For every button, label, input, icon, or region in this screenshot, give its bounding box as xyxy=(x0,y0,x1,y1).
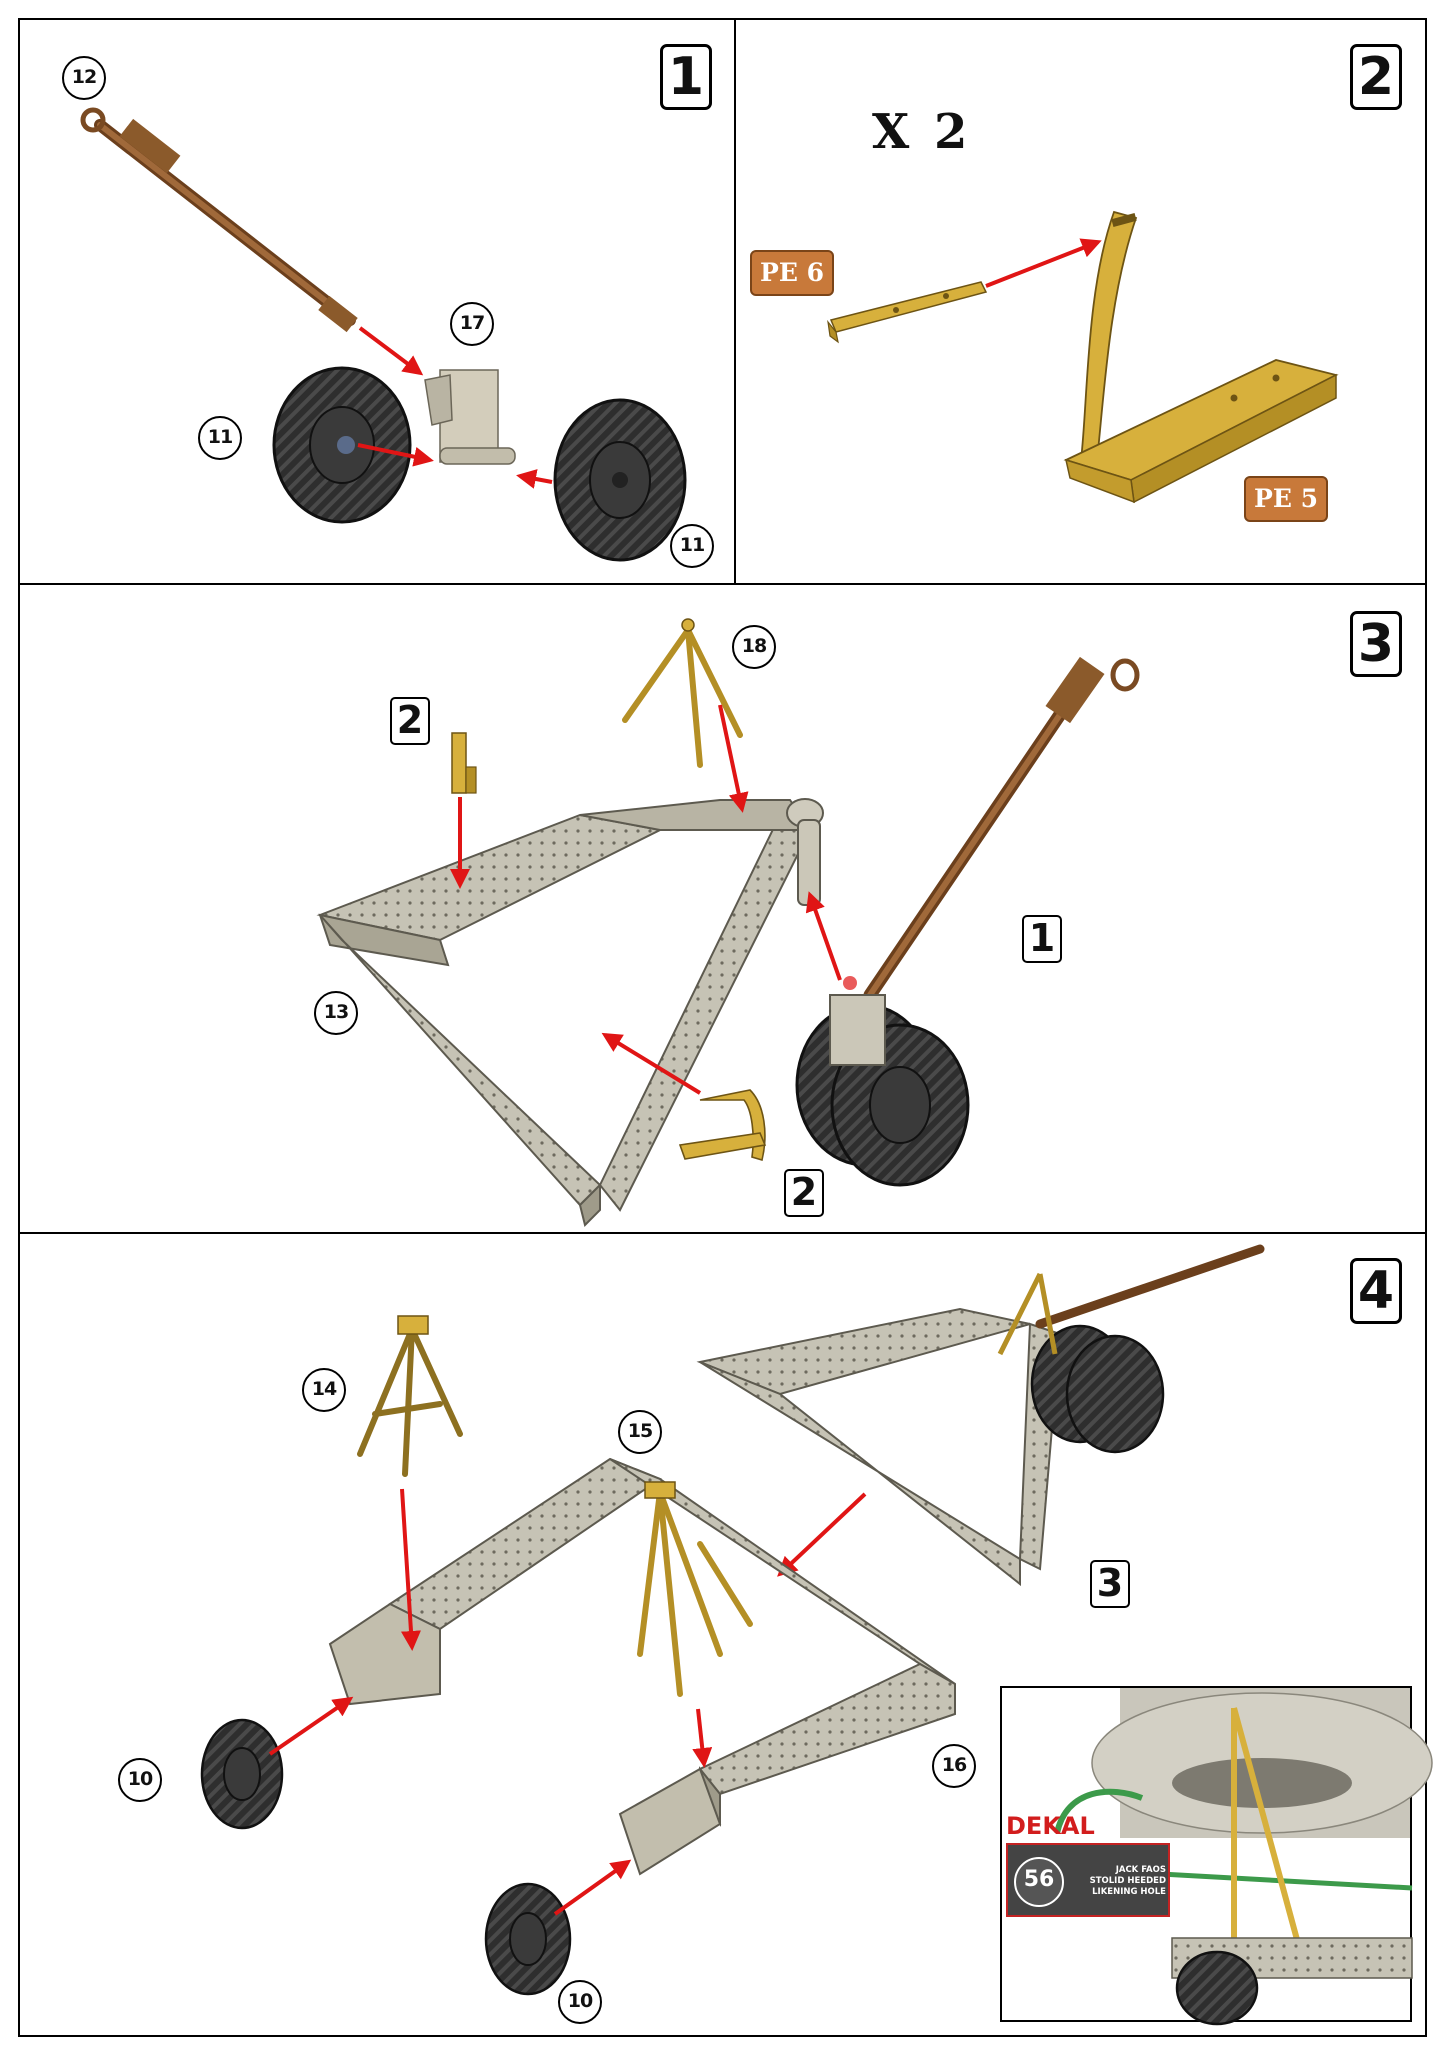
stand-part-14 xyxy=(357,1315,463,1477)
part-13-badge: 13 xyxy=(314,991,358,1035)
part-18-badge: 18 xyxy=(732,625,776,669)
bracket-part-17 xyxy=(424,369,516,465)
decal-text-line-3: LIKENING HOLE xyxy=(1092,1887,1166,1897)
part-12-badge: 12 xyxy=(62,56,106,100)
decal-text: JACK FAOS STOLID HEEDED LIKENING HOLE xyxy=(1064,1865,1166,1898)
quantity-multiplier: X 2 xyxy=(872,104,972,160)
stand-part-15 xyxy=(637,1481,753,1697)
wheel-part-11-right xyxy=(553,398,687,562)
step-4-panel: 4 3 14 15 16 10 10 xyxy=(18,1232,1433,2037)
tow-rod-part-12 xyxy=(80,107,358,333)
ref-step-2-top: 2 xyxy=(390,697,430,745)
part-15-badge: 15 xyxy=(618,1410,662,1454)
step-1-drawing xyxy=(80,107,687,562)
part-16-badge: 16 xyxy=(932,1744,976,1788)
ref-step-2-bottom: 2 xyxy=(784,1169,824,1217)
wheel-part-10-bottom xyxy=(484,1882,572,1996)
ref-step-3: 3 xyxy=(1090,1560,1130,1608)
decal-label: DEKAL xyxy=(1006,1812,1095,1840)
pe-bracket-top xyxy=(451,732,477,794)
pe-5-stand-part xyxy=(1063,210,1339,504)
part-10-badge-bottom: 10 xyxy=(558,1980,602,2024)
decal-inset: DEKAL 56 JACK FAOS STOLID HEEDED LIKENIN… xyxy=(1000,1686,1433,2026)
chassis-part-16 xyxy=(328,1457,956,1876)
decal-text-line-2: STOLID HEEDED xyxy=(1089,1876,1166,1886)
step-3-panel: 3 2 2 1 18 13 xyxy=(18,583,1427,1234)
pe-6-label: PE 6 xyxy=(750,250,834,296)
step-4-number: 4 xyxy=(1350,1258,1402,1324)
tow-frame-assembly xyxy=(696,1244,1265,1587)
inset-illustration xyxy=(1054,1688,1433,2026)
step-2-number: 2 xyxy=(1350,44,1402,110)
a-frame-part-13 xyxy=(316,798,824,1227)
decal-callout-box: 56 JACK FAOS STOLID HEEDED LIKENING HOLE xyxy=(1006,1843,1170,1917)
decal-number: 56 xyxy=(1014,1857,1064,1907)
bogie-assembly-step-1 xyxy=(795,656,1140,1187)
step-3-drawing xyxy=(316,618,1140,1227)
part-11-badge-left: 11 xyxy=(198,416,242,460)
pe-bracket-bottom xyxy=(678,1089,767,1162)
part-11-badge-right: 11 xyxy=(670,524,714,568)
pe-5-label: PE 5 xyxy=(1244,476,1328,522)
step-4-drawing xyxy=(200,1244,1265,1996)
ref-step-1: 1 xyxy=(1022,915,1062,963)
wheel-part-10-left xyxy=(200,1718,284,1830)
wheel-part-11-left xyxy=(272,366,412,524)
part-17-badge: 17 xyxy=(450,302,494,346)
step-1-number: 1 xyxy=(660,44,712,110)
step-3-number: 3 xyxy=(1350,611,1402,677)
step-2-panel: 2 X 2 PE 6 PE 5 xyxy=(734,18,1427,585)
part-14-badge: 14 xyxy=(302,1368,346,1412)
step-2-drawing xyxy=(827,210,1339,504)
pe-6-bar-part xyxy=(827,281,988,344)
step-1-panel: 1 12 17 11 11 xyxy=(18,18,736,585)
tripod-part-18 xyxy=(622,618,743,768)
decal-text-line-1: JACK FAOS xyxy=(1115,1865,1166,1875)
part-10-badge-left: 10 xyxy=(118,1758,162,1802)
